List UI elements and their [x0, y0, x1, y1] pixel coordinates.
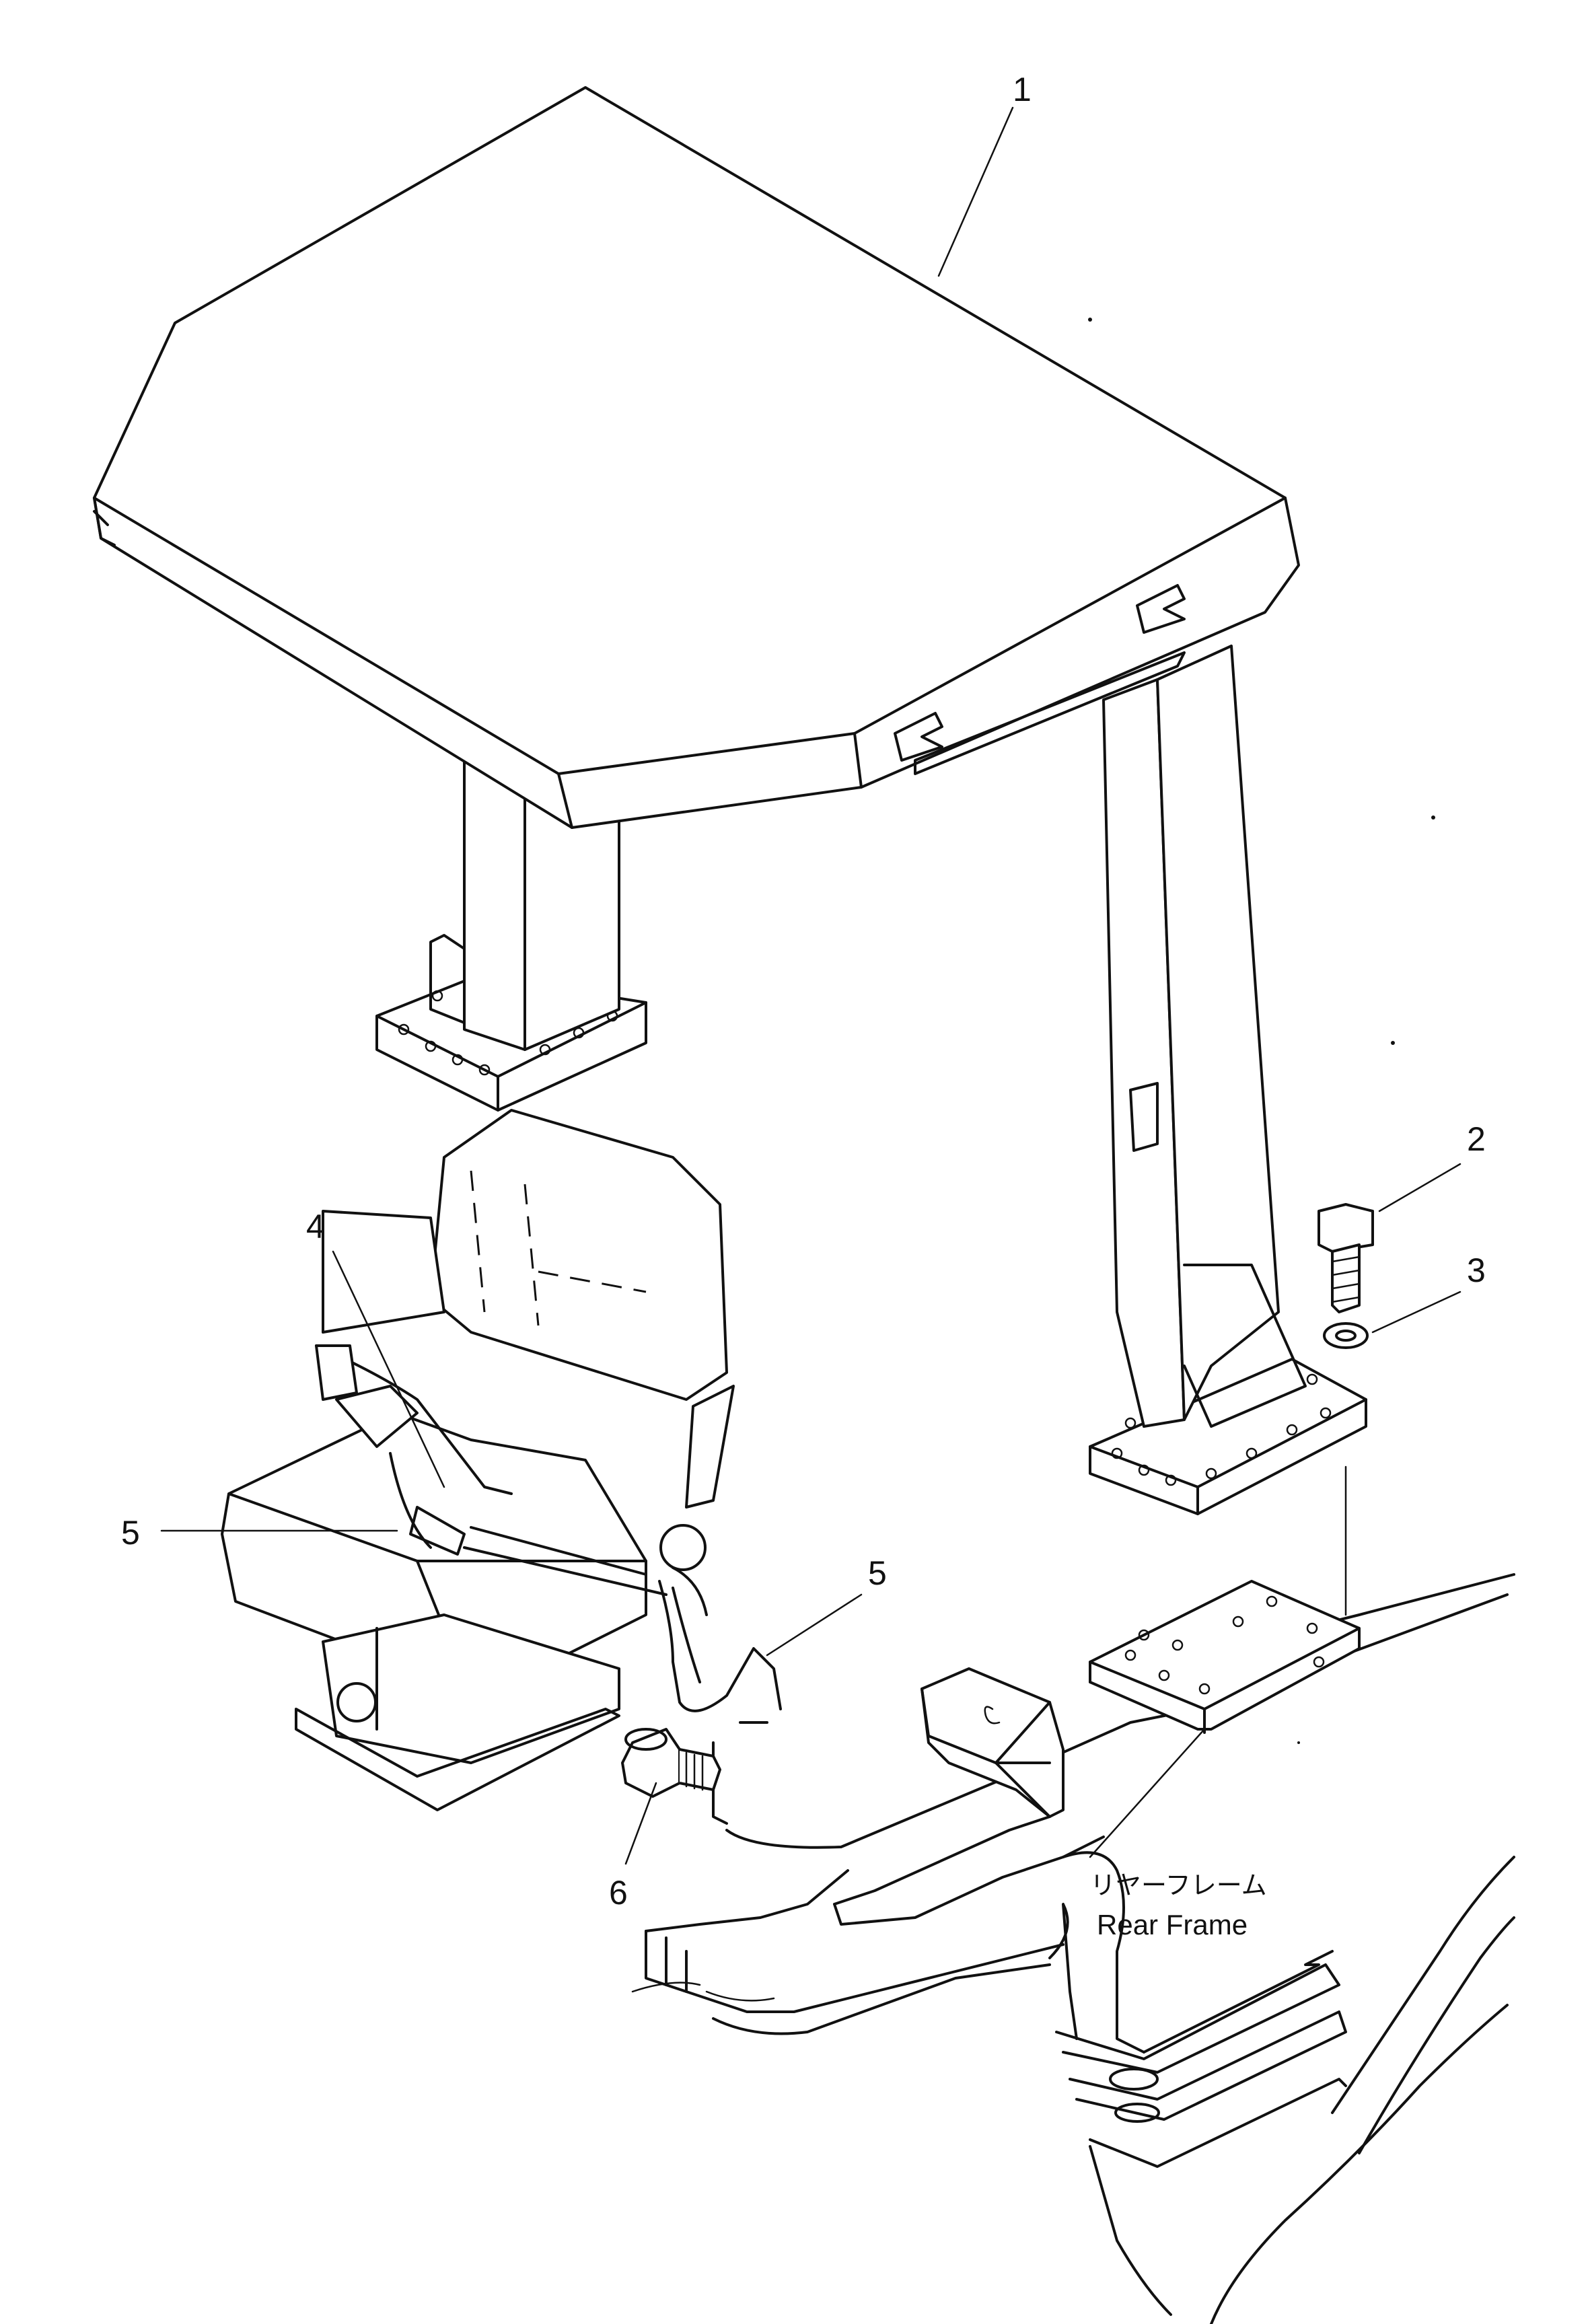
leader-5-right — [766, 1593, 863, 1657]
canopy-right-post — [1089, 645, 1367, 1515]
frame-bracket — [921, 1667, 1064, 1818]
scan-specks — [1088, 318, 1435, 1744]
rear-frame-label-english: Rear Frame — [1097, 1909, 1248, 1940]
rear-frame — [631, 1573, 1515, 2324]
bolt — [1318, 1203, 1374, 1313]
callout-3: 3 — [1467, 1251, 1486, 1289]
callout-5-right: 5 — [868, 1554, 887, 1592]
washer — [1323, 1322, 1369, 1349]
canopy-left-post — [375, 739, 647, 1112]
callout-6: 6 — [609, 1874, 628, 1912]
frame-mount-plate — [1089, 1580, 1361, 1734]
callout-1: 1 — [1013, 71, 1032, 108]
leader-4 — [332, 1250, 445, 1488]
leader-frame — [1089, 1728, 1206, 1858]
callout-4: 4 — [306, 1208, 325, 1245]
leader-6 — [624, 1782, 657, 1865]
leader-3 — [1371, 1291, 1461, 1334]
leader-1 — [937, 106, 1014, 277]
canopy-roof — [93, 86, 1300, 829]
rear-frame-label-japanese: リヤーフレーム — [1090, 1871, 1267, 1900]
callout-leaders — [160, 106, 1461, 1865]
callout-2: 2 — [1467, 1120, 1486, 1158]
callout-5-left: 5 — [121, 1514, 140, 1552]
operator-seat — [221, 1109, 782, 1825]
leader-2 — [1378, 1163, 1461, 1212]
mounting-bolt — [621, 1728, 721, 1798]
